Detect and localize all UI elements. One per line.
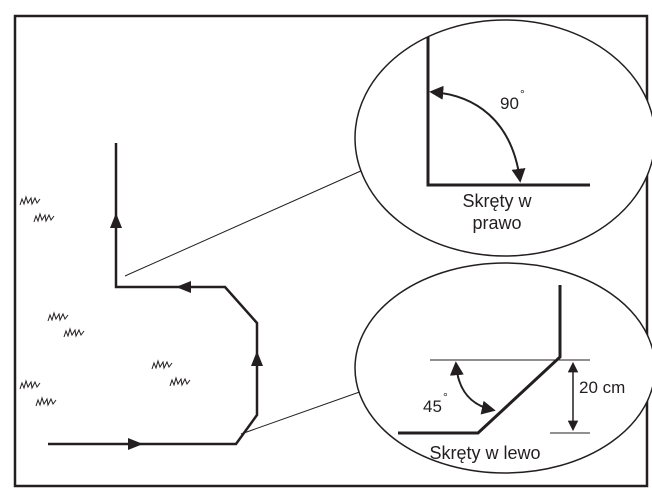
left-turn-detail: 45 ° 20 cm Skręty w lewo bbox=[354, 262, 652, 474]
left-turn-ellipse bbox=[354, 262, 652, 474]
grass-tuft-icon bbox=[19, 379, 57, 407]
angle-arc-45 bbox=[449, 361, 496, 415]
left-angle-lines bbox=[398, 285, 562, 435]
angle-arc-90 bbox=[429, 85, 526, 183]
grass-tuft-icon bbox=[151, 359, 191, 387]
direction-arrow-icon bbox=[128, 438, 143, 450]
direction-arrow-icon bbox=[110, 213, 122, 228]
callout-line-right bbox=[124, 169, 364, 277]
left-turn-title: Skręty w lewo bbox=[429, 443, 540, 463]
mower-path bbox=[48, 143, 259, 446]
degree-mark: ° bbox=[520, 87, 525, 101]
direction-arrow-icon bbox=[176, 281, 191, 293]
right-turn-detail: 90 ° Skręty w prawo bbox=[354, 19, 652, 257]
grass-tuft-icon bbox=[47, 311, 85, 338]
grass-tuft-icon bbox=[19, 195, 55, 223]
right-turn-title-line1: Skręty w bbox=[462, 191, 532, 211]
right-turn-title-line2: prawo bbox=[472, 213, 521, 233]
distance-label: 20 cm bbox=[579, 378, 625, 397]
direction-arrow-icon bbox=[251, 351, 263, 366]
degree-mark: ° bbox=[443, 390, 448, 404]
callout-line-left bbox=[240, 388, 369, 435]
angle-label-90: 90 bbox=[500, 94, 519, 113]
right-angle-lines bbox=[426, 37, 590, 187]
angle-label-45: 45 bbox=[423, 397, 442, 416]
